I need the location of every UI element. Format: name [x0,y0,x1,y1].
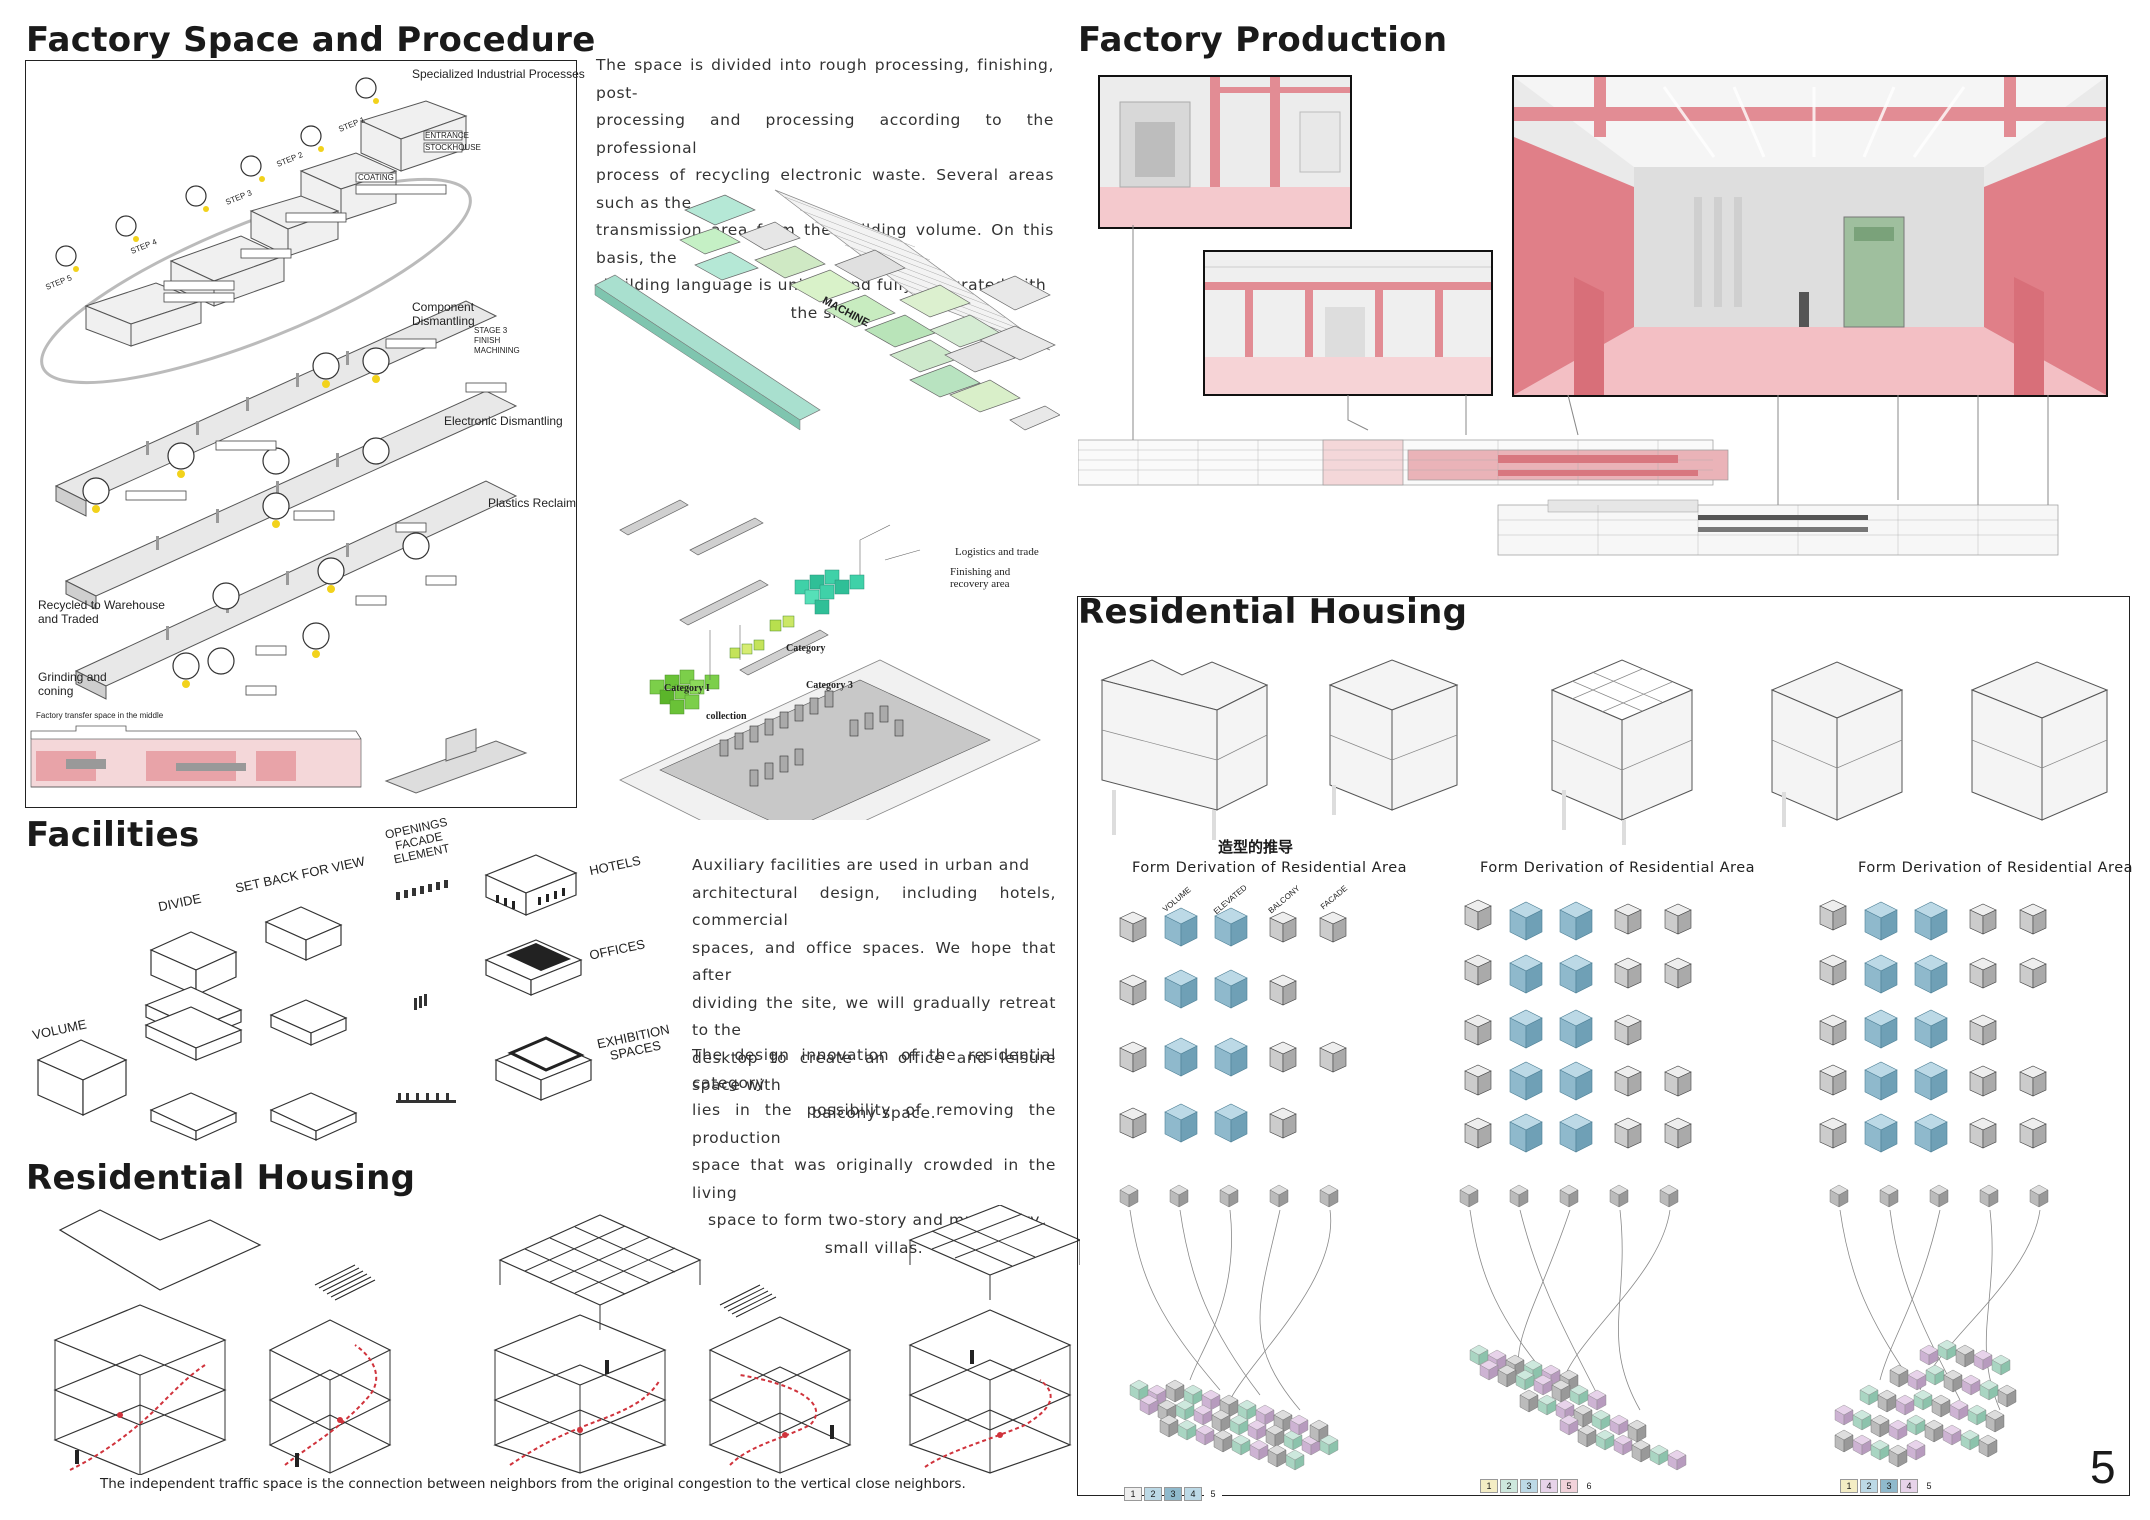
legend-1-swatch: 1 [1124,1487,1142,1501]
factory-render-3 [1512,75,2108,397]
residential-house-models [1100,659,2109,845]
procedure-diagram-frame [25,60,577,808]
factory-desc-line-1: The space is divided into rough processi… [596,56,1054,102]
page-number: 5 [2090,1441,2116,1493]
innovation-paragraph: The design innovation of the residential… [692,1042,1056,1262]
legend-2-swatch: 6 [1580,1479,1598,1493]
innovation-line-3: space that was originally crowded in the… [692,1156,1056,1202]
auxiliary-line-6: balcony space. [811,1103,937,1122]
label-collection: collection [706,711,747,722]
legend-1-swatch: 2 [1144,1487,1162,1501]
traffic-caption: The independent traffic space is the con… [100,1476,966,1492]
legend-3-swatch: 2 [1860,1479,1878,1493]
facilities-title: Facilities [26,815,200,855]
auxiliary-line-5: desktop to create an office and leisure … [692,1048,1056,1095]
label-specialized-industrial: Specialized Industrial Processes [412,67,585,81]
factory-space-title: Factory Space and Procedure [26,20,596,60]
residential-housing-left-title: Residential Housing [26,1158,416,1198]
factory-render-2 [1203,250,1493,396]
legend-3-swatch: 3 [1880,1479,1898,1493]
legend-2-swatch: 1 [1480,1479,1498,1493]
chinese-title: 造型的推导 [1218,838,1294,856]
auxiliary-line-1: Auxiliary facilities are used in urban a… [692,856,1030,874]
form-derivation-caption-2: Form Derivation of Residential Area [1480,860,1755,876]
innovation-line-2: lies in the possibility of removing the … [692,1101,1056,1147]
label-category-2: Category [786,643,826,654]
label-grinding-coning: Grinding and coning [38,670,107,698]
legend-3-swatch: 4 [1900,1479,1918,1493]
label-category-1: Category I [664,683,710,694]
label-factory-transfer: Factory transfer space in the middle [36,711,164,720]
legend-1-swatch: 3 [1164,1487,1182,1501]
procedure-diagram [30,77,528,794]
auxiliary-line-4: dividing the site, we will gradually ret… [692,993,1056,1040]
label-entrance: ENTRANCE [425,131,470,140]
facilities-diagram [36,854,593,1141]
factory-elevations [1078,225,2059,556]
label-recycled-warehouse: Recycled to Warehouse and Traded [38,598,165,626]
label-finishing-recovery: Finishing and recovery area [950,566,1011,590]
residential-housing-right-title: Residential Housing [1078,592,1468,632]
residential-cluster-diagram [1119,1184,2049,1471]
legend-1-swatch: 5 [1204,1487,1222,1501]
factory-render-1 [1098,75,1352,229]
legend-3-swatch: 1 [1840,1479,1858,1493]
label-finish: FINISH [474,336,501,345]
legend-2-swatch: 4 [1540,1479,1558,1493]
auxiliary-line-2: architectural design, including hotels, … [692,883,1056,930]
form-derivation-matrix [1119,899,2047,1153]
innovation-line-1: The design innovation of the residential… [692,1046,1056,1092]
legend-2-swatch: 3 [1520,1479,1538,1493]
legend-2-swatch: 5 [1560,1479,1578,1493]
factory-desc-line-2: processing and processing according to t… [596,111,1054,157]
factory-description: The space is divided into rough processi… [596,52,1054,327]
form-derivation-caption-3: Form Derivation of Residential Area [1858,860,2133,876]
label-stage-3: STAGE 3 [474,326,508,335]
form-derivation-caption-1: Form Derivation of Residential Area [1132,860,1407,876]
label-machining: MACHINING [474,346,520,355]
label-stockhouse: STOCKHOUSE [425,143,481,152]
label-electronic-dismantling: Electronic Dismantling [444,414,563,428]
legend-2-swatch: 2 [1500,1479,1518,1493]
residential-exploded-axos [53,1205,1080,1475]
label-plastics-reclaim: Plastics Reclaim [488,496,577,510]
legend-3-swatch: 5 [1920,1479,1938,1493]
factory-desc-line-3: process of recycling electronic waste. S… [596,166,1054,212]
factory-exploded-axo [594,189,1060,820]
label-logistics: Logistics and trade [955,546,1039,558]
legend-1-swatch: 4 [1184,1487,1202,1501]
label-component-dismantling: Component Dismantling [412,300,475,328]
label-coating: COATING [358,173,394,182]
factory-production-title: Factory Production [1078,20,1448,60]
auxiliary-paragraph: Auxiliary facilities are used in urban a… [692,852,1056,1127]
auxiliary-line-3: spaces, and office spaces. We hope that … [692,938,1056,985]
label-category-3: Category 3 [806,680,853,691]
residential-panel [1077,596,2130,1496]
